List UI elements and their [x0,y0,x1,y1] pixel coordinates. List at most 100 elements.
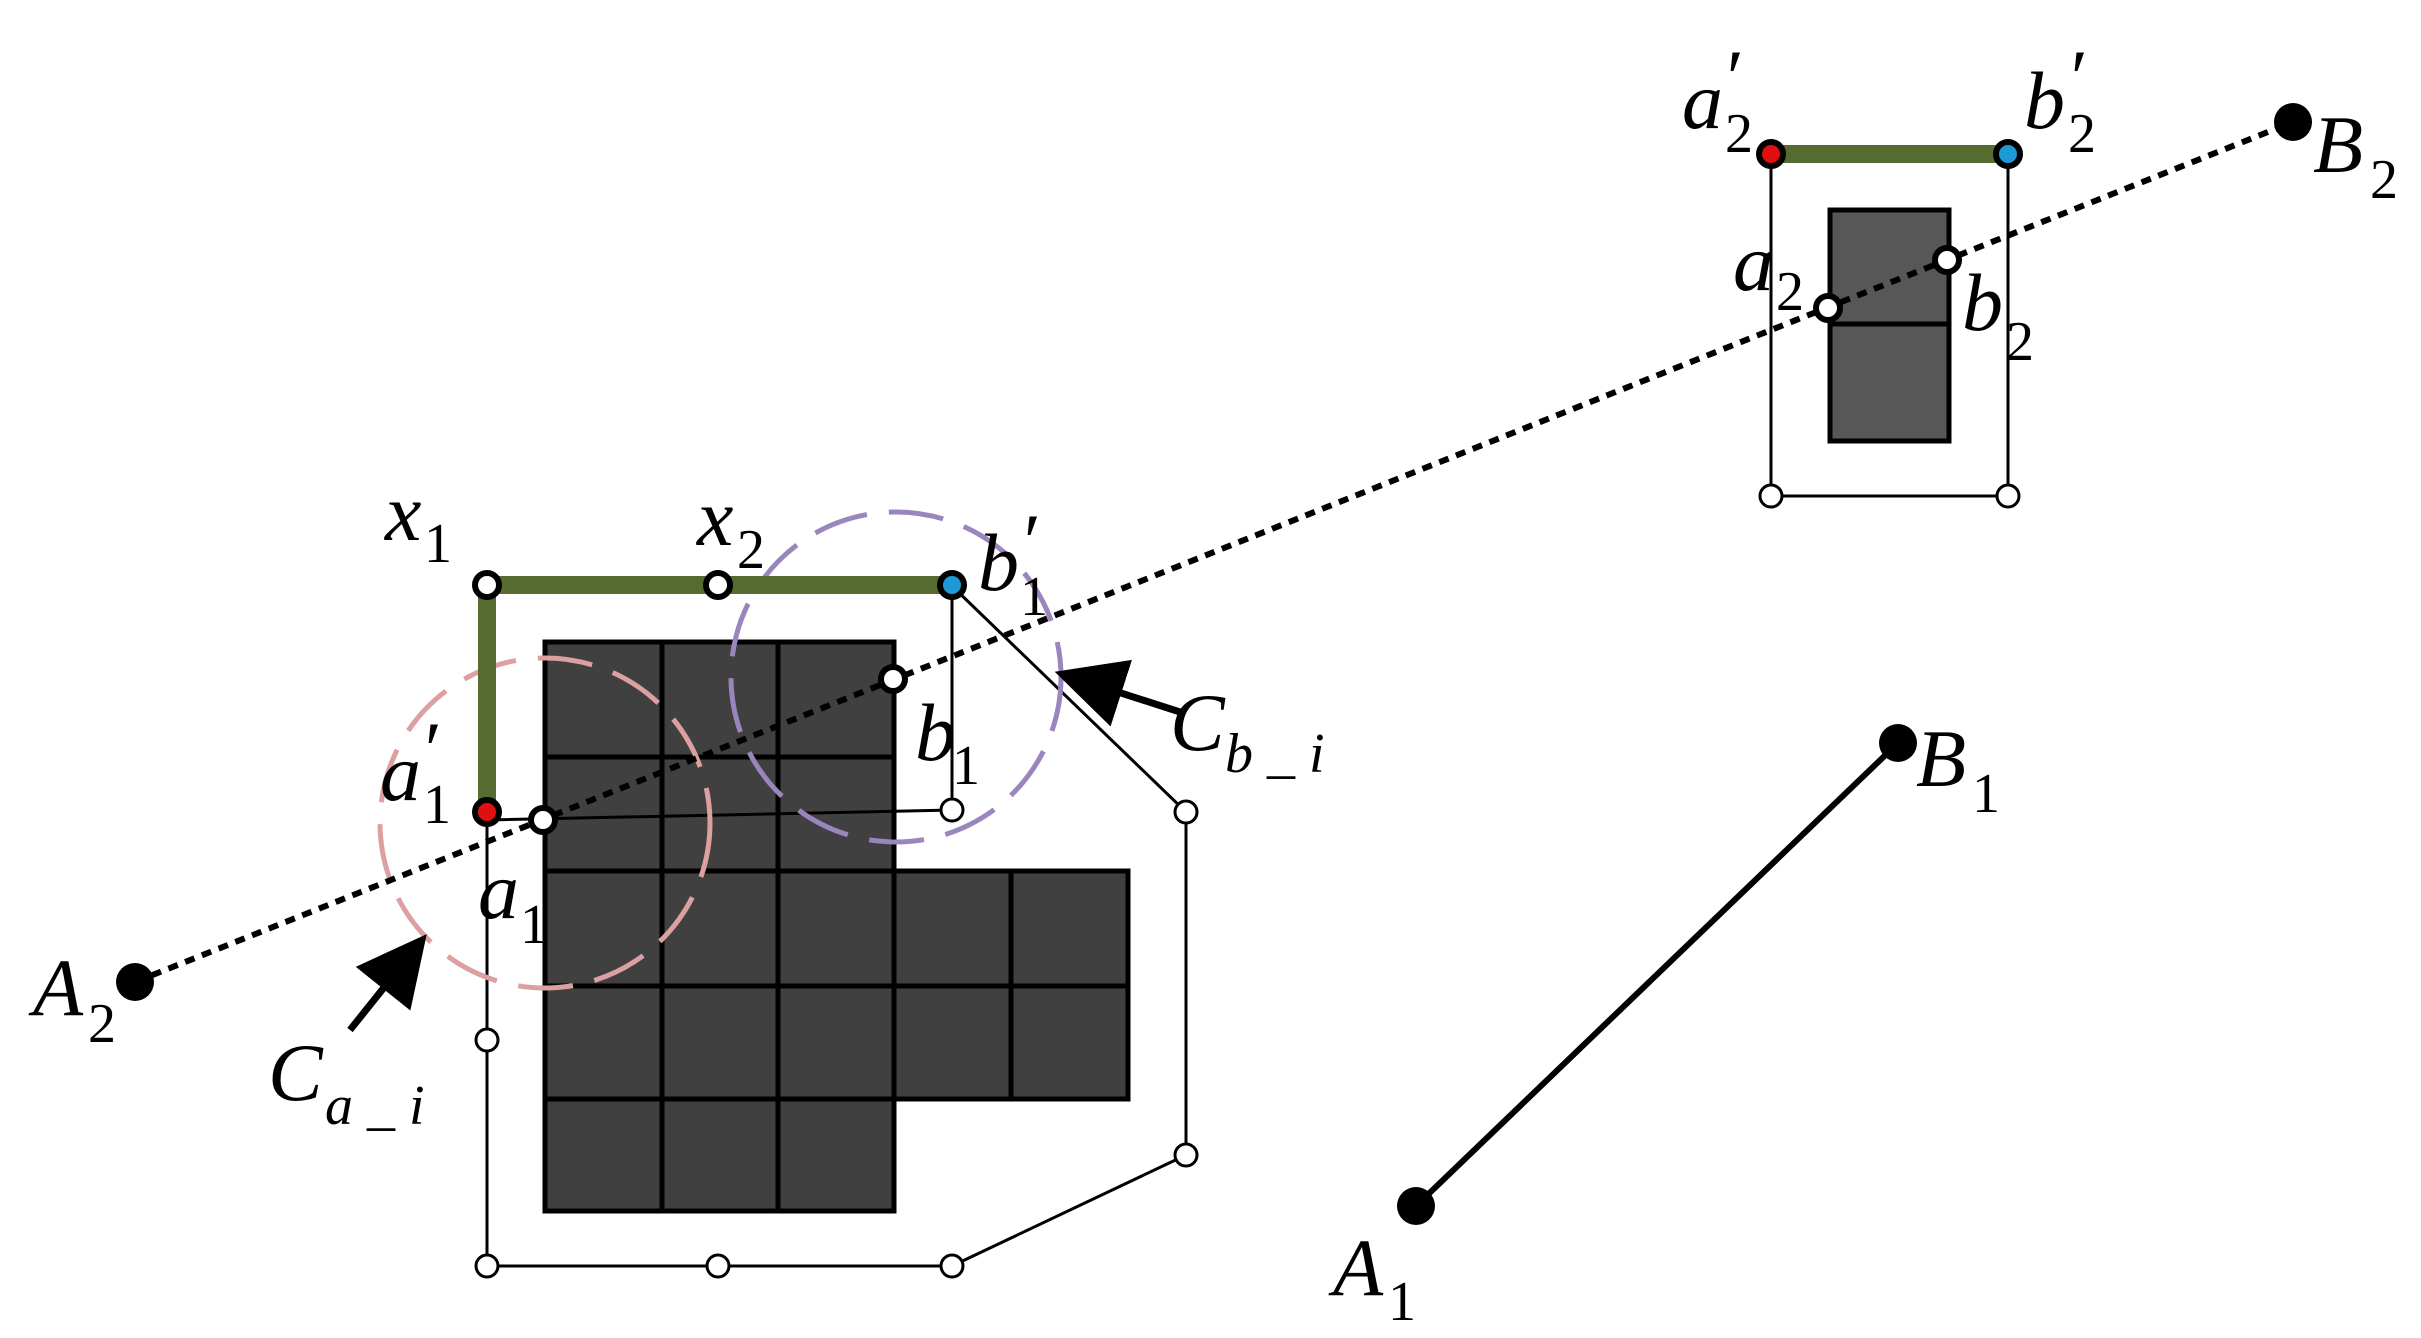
label-C-a-i: C a _ i [268,1027,425,1137]
vertex-point [939,1253,965,1279]
label-a1: a 1 [478,845,548,956]
svg-text:2: 2 [1725,103,1753,165]
svg-text:a: a [1682,55,1723,146]
label-a2-prime: a ′ 2 [1682,34,1753,165]
vertex-point [939,797,965,823]
grid-cell [891,868,1014,989]
grid-cell [1008,983,1131,1102]
svg-text:a: a [478,845,519,936]
grid-cell [659,639,781,760]
vertex-point [474,1027,500,1053]
label-A2: A 2 [28,942,116,1055]
svg-text:b: b [2024,55,2065,146]
point-b1-prime [937,570,967,600]
grid-cell [775,868,897,989]
svg-text:1: 1 [1972,763,2000,825]
svg-text:2: 2 [2006,311,2034,373]
svg-text:a: a [380,727,421,818]
svg-text:′: ′ [2066,34,2085,121]
point-a1-prime [472,797,502,827]
svg-text:′: ′ [1019,498,1038,585]
grid-cell [1008,868,1131,989]
grid-cell [659,1096,781,1214]
svg-text:b: b [978,517,1019,608]
svg-text:2: 2 [737,519,765,581]
svg-text:A: A [28,942,84,1033]
svg-text:2: 2 [2068,103,2096,165]
svg-text:C: C [268,1027,324,1118]
svg-text:2: 2 [1776,261,1804,323]
grid-cell [1827,321,1952,444]
vertex-point [1173,799,1199,825]
svg-text:2: 2 [2370,149,2398,211]
svg-text:a: a [1733,217,1774,308]
grid-cell [542,1096,665,1214]
label-x2: x 2 [696,472,765,581]
vertex-point [1995,483,2021,509]
svg-text:b: b [1962,257,2003,348]
point-x1 [472,570,502,600]
point-b2-prime [1993,139,2023,169]
label-a1-prime: a ′ 1 [380,706,451,836]
svg-text:A: A [1328,1222,1384,1313]
svg-text:′: ′ [1722,34,1741,121]
vertex-point [474,1253,500,1279]
grid-cell [659,868,781,989]
svg-text:1: 1 [1020,566,1048,628]
svg-text:1: 1 [424,513,452,575]
point-A1 [1397,1187,1435,1225]
svg-text:1: 1 [1388,1271,1416,1333]
point-a2-prime [1756,139,1786,169]
grid-cell [775,1096,897,1214]
small-obstacle [1827,207,1952,444]
label-b2: b 2 [1962,257,2034,373]
key-points [472,245,1962,835]
grid-cell [891,983,1014,1102]
label-B1: B 1 [1916,713,2000,825]
label-b2-prime: b ′ 2 [2024,34,2096,165]
label-a2: a 2 [1733,217,1804,323]
svg-text:1: 1 [520,894,548,956]
outline-vertices [474,483,2021,1279]
svg-text:a _ i: a _ i [325,1075,425,1137]
circle-a-i [377,655,713,991]
label-b1: b 1 [915,687,980,797]
grid-cell [542,983,665,1102]
label-C-b-i: C b _ i [1170,677,1325,785]
arrow-to-Ca [347,934,427,1033]
label-x1: x 1 [384,467,452,575]
svg-text:1: 1 [423,774,451,836]
label-A1: A 1 [1328,1222,1416,1333]
svg-text:2: 2 [88,993,116,1055]
svg-text:x: x [696,472,733,563]
point-x2 [703,570,733,600]
point-b2 [1932,245,1962,275]
svg-text:1: 1 [952,735,980,797]
svg-text:B: B [1916,713,1966,804]
label-b1-prime: b ′ 1 [978,498,1048,628]
large-obstacle-grid [542,639,1131,1214]
line-A1-B1 [1413,740,1901,1209]
grid-cell [659,983,781,1102]
svg-text:C: C [1170,677,1226,768]
dotted-line-A2-B2 [133,119,2295,985]
svg-text:x: x [384,467,421,558]
point-a2 [1813,293,1843,323]
grid-cell [775,983,897,1102]
svg-text:b: b [915,687,956,778]
label-B2: B 2 [2313,99,2398,211]
point-b1 [878,664,908,694]
grid-cell [775,639,897,760]
grid-cell [542,868,665,989]
svg-text:′: ′ [420,706,439,793]
point-B2 [2274,103,2312,141]
vertex-point [1758,483,1784,509]
point-a1 [528,805,558,835]
vertex-point [705,1253,731,1279]
point-B1 [1879,724,1917,762]
arrow-to-Cb [1054,659,1182,727]
svg-text:b _ i: b _ i [1225,723,1325,785]
vertex-point [1173,1142,1199,1168]
svg-text:B: B [2313,99,2363,190]
